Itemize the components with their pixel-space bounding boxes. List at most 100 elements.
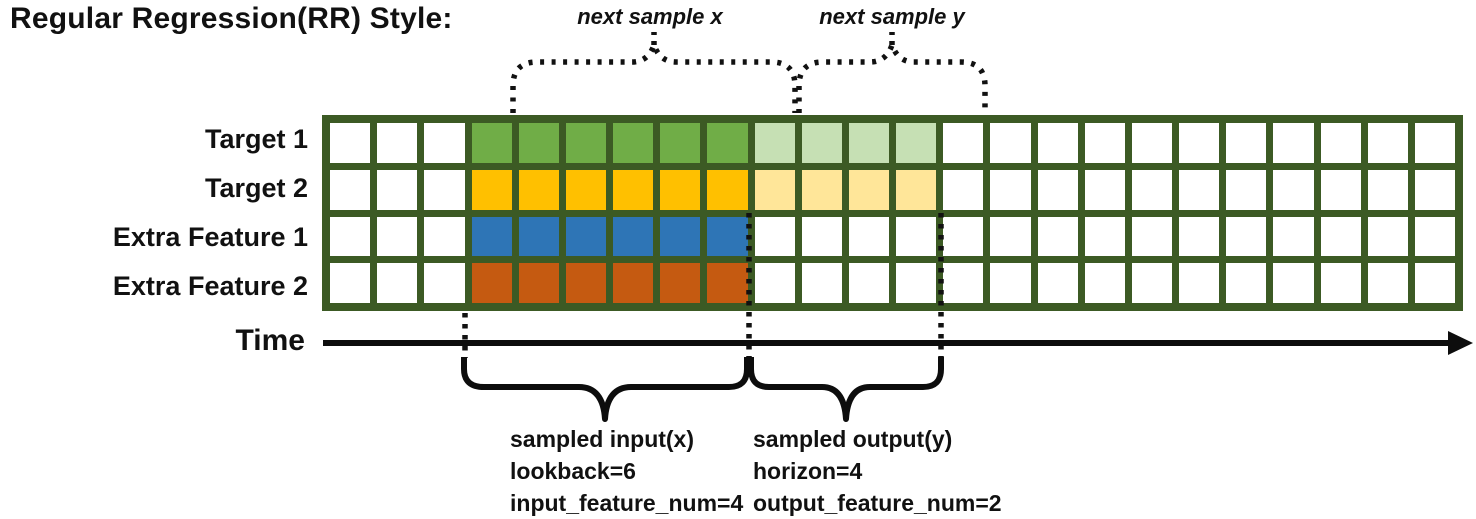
- grid-cell: [377, 123, 418, 163]
- grid-cell: [377, 169, 418, 210]
- grid-cell: [424, 123, 465, 163]
- output-caption-line-3: output_feature_num=2: [753, 490, 1002, 516]
- grid-cell: [660, 263, 701, 303]
- grid-cell: [1131, 123, 1172, 163]
- row-label-target-1: Target 1: [204, 124, 308, 154]
- grid-cell: [1226, 169, 1267, 210]
- grid-cell: [1084, 169, 1125, 210]
- grid-cell: [1179, 263, 1220, 303]
- grid-cell: [565, 263, 606, 303]
- grid-cell: [330, 263, 371, 303]
- grid-cell: [1226, 216, 1267, 257]
- output-caption: sampled output(y) horizon=4 output_featu…: [753, 423, 1002, 519]
- grid-cell: [754, 169, 795, 210]
- grid-cell: [1367, 123, 1408, 163]
- annotation-next-sample-y: next sample y: [819, 4, 965, 29]
- grid-cell: [943, 169, 984, 210]
- grid-cell: [471, 263, 512, 303]
- grid-cell: [754, 123, 795, 163]
- grid-cell: [565, 216, 606, 257]
- time-axis-arrowhead: [1448, 331, 1473, 355]
- grid-cell: [707, 123, 748, 163]
- grid-cell: [1131, 216, 1172, 257]
- grid-cell: [1131, 263, 1172, 303]
- grid-cell: [424, 216, 465, 257]
- grid-cell: [565, 169, 606, 210]
- grid-cell: [377, 263, 418, 303]
- grid-cell: [990, 123, 1031, 163]
- sampled-output-brace: [748, 357, 944, 422]
- output-caption-line-1: sampled output(y): [753, 426, 953, 452]
- grid-cell: [990, 216, 1031, 257]
- grid-cell: [1320, 123, 1361, 163]
- grid-cell: [471, 123, 512, 163]
- annotation-next-sample-x: next sample x: [577, 4, 723, 29]
- grid-cell: [896, 216, 937, 257]
- grid-cell: [1037, 216, 1078, 257]
- grid-cell: [518, 216, 559, 257]
- grid-cell: [1414, 263, 1455, 303]
- grid-cell: [1179, 169, 1220, 210]
- grid-cell: [943, 216, 984, 257]
- grid-cell: [613, 216, 654, 257]
- grid-cell: [1273, 169, 1314, 210]
- grid-cell: [471, 216, 512, 257]
- grid-cell: [990, 263, 1031, 303]
- grid-cell: [801, 123, 842, 163]
- grid-cell: [1179, 123, 1220, 163]
- row-label-target-2: Target 2: [204, 173, 308, 203]
- grid-cell: [990, 169, 1031, 210]
- grid-cell: [613, 169, 654, 210]
- grid-cell: [565, 123, 606, 163]
- grid-cell: [1131, 169, 1172, 210]
- grid-cell: [1084, 216, 1125, 257]
- grid-cell: [518, 263, 559, 303]
- grid-cell: [1367, 263, 1408, 303]
- grid-cell: [1414, 123, 1455, 163]
- grid-cell: [1037, 263, 1078, 303]
- grid-cell: [330, 123, 371, 163]
- grid-cell: [801, 263, 842, 303]
- next-sample-y-brace: [796, 36, 988, 113]
- grid-cell: [848, 169, 889, 210]
- grid-cell: [1320, 263, 1361, 303]
- grid-cell: [1320, 169, 1361, 210]
- time-axis-label: Time: [235, 324, 305, 357]
- grid-cell: [613, 123, 654, 163]
- grid-cell: [707, 169, 748, 210]
- output-caption-line-2: horizon=4: [753, 458, 863, 484]
- grid-cell: [1179, 216, 1220, 257]
- grid-cell: [801, 169, 842, 210]
- grid-cell: [1273, 216, 1314, 257]
- row-label-extra-feature-2: Extra Feature 2: [112, 271, 308, 301]
- input-caption-line-1: sampled input(x): [510, 426, 695, 452]
- grid-cell: [518, 169, 559, 210]
- grid-cell: [1226, 263, 1267, 303]
- sampled-input-brace: [461, 357, 750, 422]
- grid-cell: [1084, 123, 1125, 163]
- grid-cell: [613, 263, 654, 303]
- grid-cell: [1037, 169, 1078, 210]
- input-caption-line-2: lookback=6: [510, 458, 636, 484]
- grid-cell: [848, 263, 889, 303]
- grid-cell: [801, 216, 842, 257]
- grid-cell: [660, 216, 701, 257]
- grid-cell: [1367, 169, 1408, 210]
- grid-cell: [330, 169, 371, 210]
- grid-cell: [943, 263, 984, 303]
- grid-cell: [896, 123, 937, 163]
- grid-cell: [896, 169, 937, 210]
- grid-cell: [754, 263, 795, 303]
- grid-cell: [1037, 123, 1078, 163]
- grid-cell: [1226, 123, 1267, 163]
- grid-cell: [1414, 169, 1455, 210]
- sample-grid: [322, 115, 1463, 311]
- grid-cell: [1273, 123, 1314, 163]
- grid-cell: [424, 263, 465, 303]
- row-label-extra-feature-1: Extra Feature 1: [112, 222, 308, 252]
- grid-cell: [330, 216, 371, 257]
- grid-cell: [943, 123, 984, 163]
- grid-cell: [518, 123, 559, 163]
- grid-cell: [660, 169, 701, 210]
